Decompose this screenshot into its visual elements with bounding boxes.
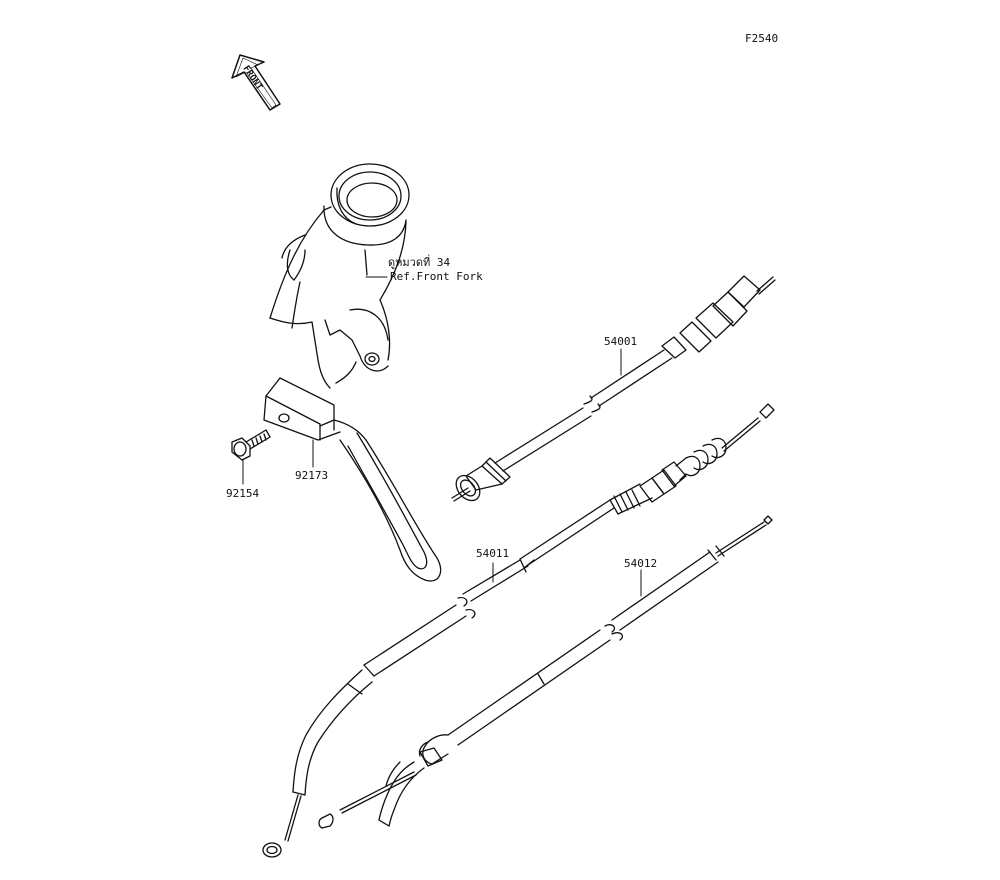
clutch-cable	[262, 403, 775, 858]
part-label-92154: 92154	[226, 487, 260, 500]
front-fork-outer-tube	[269, 163, 410, 389]
speedometer-cable	[451, 275, 776, 502]
part-label-92173: 92173	[295, 469, 329, 482]
throttle-cable	[318, 515, 773, 829]
flange-bolt	[231, 429, 271, 461]
part-label-54011: 54011	[476, 547, 510, 560]
part-label-54001: 54001	[604, 335, 638, 348]
ref-note-thai: ดูหมวดที่ 34	[388, 256, 451, 269]
figure-code: F2540	[745, 32, 779, 45]
front-arrow-icon: FRONT	[231, 54, 281, 111]
cable-guide-bracket	[263, 377, 442, 582]
part-label-54012: 54012	[624, 557, 658, 570]
ref-note-english: Ref.Front Fork	[390, 270, 483, 283]
